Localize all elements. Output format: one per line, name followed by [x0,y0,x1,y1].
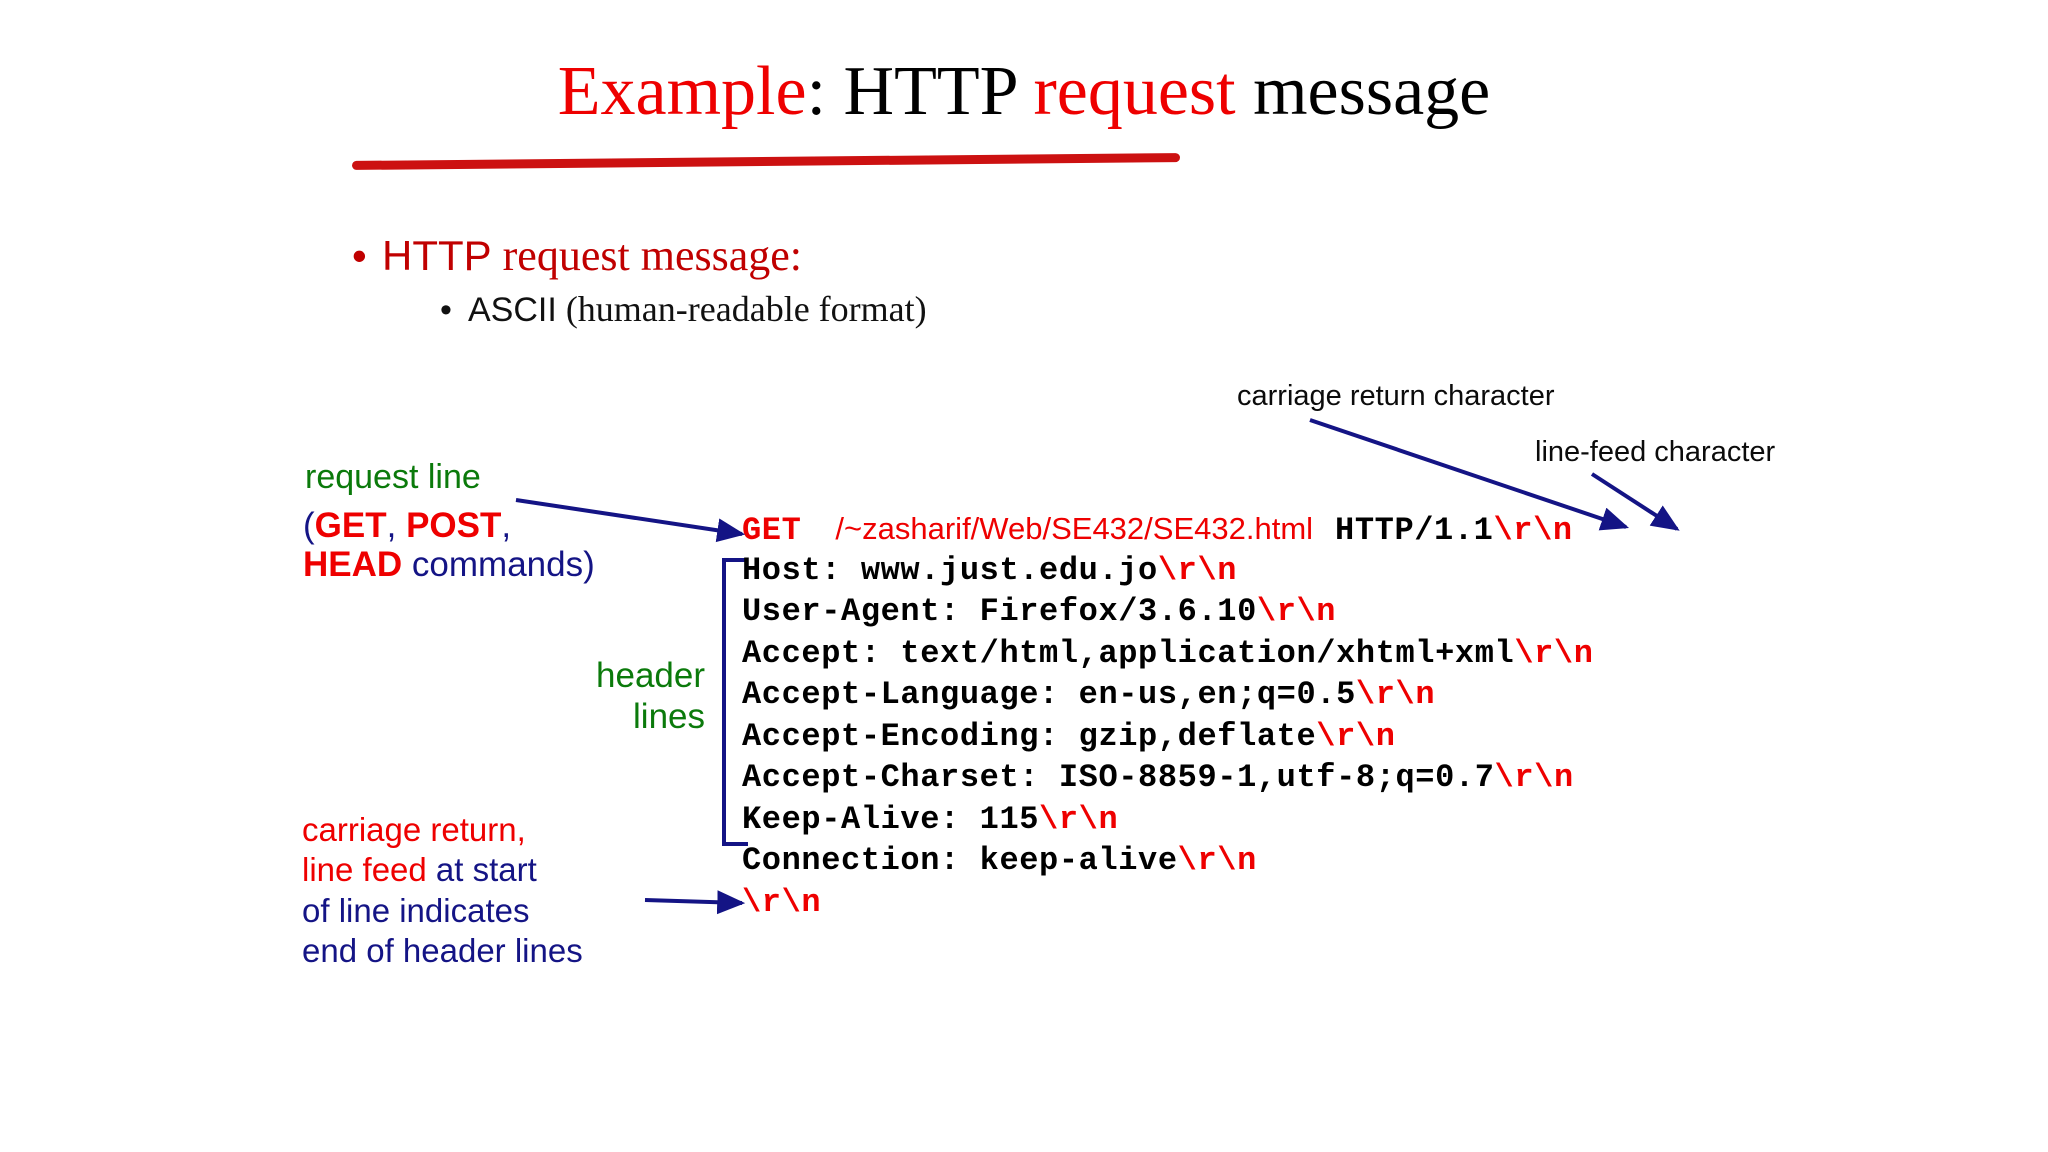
header-lines-line-1: header [596,656,705,695]
crlf-token: \r\n [1514,634,1594,672]
code-line-accept-charset: Accept-Charset: ISO-8859-1,utf-8;q=0.7\r… [742,757,1594,799]
commands-comma-1: , [386,506,407,545]
annotation-line-feed-character: line-feed character [1535,436,1776,468]
title-underline [351,153,1181,170]
code-line-keep-alive: Keep-Alive: 115\r\n [742,799,1594,841]
commands-comma-2: , [501,506,512,545]
crlf-note-line-2-red: line feed [302,851,427,889]
crlf-note-line-4: end of header lines [302,931,583,969]
commands-tail: commands) [402,545,595,585]
http-request-message-block: GET /~zasharif/Web/SE432/SE432.html HTTP/1… [742,508,1594,923]
commands-head: HEAD [303,545,403,585]
annotation-commands-list: (GET, POST, HEAD commands) [303,506,595,584]
header-text: Keep-Alive: 115 [742,800,1040,838]
bullet-1-rest: request message: [491,231,802,280]
header-text: Accept-Encoding: gzip,deflate [742,717,1317,755]
crlf-token: \r\n [1039,800,1119,838]
commands-post: POST [406,506,502,545]
http-method-get: GET [742,512,802,549]
bullet-1-keyword: HTTP [382,232,492,279]
code-line-accept-encoding: Accept-Encoding: gzip,deflate\r\n [742,716,1594,758]
title-part-message: message [1235,53,1491,130]
arrow-crlf-note-to-blank-line [644,890,746,915]
code-line-user-agent: User-Agent: Firefox/3.6.10\r\n [742,591,1594,633]
crlf-token: \r\n [742,883,822,921]
header-lines-bracket [722,558,748,846]
header-text: Accept-Charset: ISO-8859-1,utf-8;q=0.7 [742,759,1495,796]
title-part-http: : HTTP [806,53,1034,130]
bullet-marker-icon: • [440,291,452,329]
crlf-token: \r\n [1355,676,1436,713]
title-part-request: request [1033,53,1236,130]
code-line-accept-language: Accept-Language: en-us,en;q=0.5\r\n [742,674,1594,716]
commands-get: GET [314,506,387,545]
header-text: Accept-Language: en-us,en;q=0.5 [742,676,1356,713]
header-lines-line-2: lines [633,697,705,737]
arrow-line-feed-to-token [1590,472,1680,531]
code-line-host: Host: www.just.edu.jo\r\n [742,550,1594,592]
crlf-token: \r\n [1157,551,1238,589]
bullet-marker-icon: • [352,232,367,279]
code-line-accept: Accept: text/html,application/xhtml+xml\… [742,633,1594,675]
http-request-path: /~zasharif/Web/SE432/SE432.html [835,511,1314,546]
crlf-token: \r\n [1177,842,1257,879]
bullet-2-keyword: ASCII [468,291,557,329]
bullet-http-request-message: • HTTP request message: [352,230,802,281]
code-line-blank-terminator: \r\n [742,882,1594,924]
bullet-ascii-format: • ASCII (human-readable format) [440,288,927,330]
http-version: HTTP/1.1 [1335,512,1494,549]
commands-open-paren: ( [303,506,315,545]
annotation-crlf-end-of-headers: carriage return, line feed at start of l… [302,810,583,971]
annotation-carriage-return-character: carriage return character [1237,380,1555,412]
code-line-connection: Connection: keep-alive\r\n [742,840,1594,882]
header-text: User-Agent: Firefox/3.6.10 [742,593,1257,630]
crlf-token: \r\n [1316,717,1396,755]
header-text: Connection: keep-alive [742,842,1178,879]
title-part-example: Example [557,53,807,130]
header-text: Accept: text/html,application/xhtml+xml [742,634,1515,672]
crlf-note-line-1: carriage return, [302,811,526,848]
crlf-token: \r\n [1256,593,1337,630]
crlf-note-line-2-blue: at start [426,851,537,889]
crlf-token: \r\n [1493,512,1573,549]
bullet-2-rest: (human-readable format) [556,289,927,329]
code-line-request-line: GET /~zasharif/Web/SE432/SE432.html HTTP/1… [742,508,1594,550]
crlf-note-line-3: of line indicates [302,891,530,929]
header-text: Host: www.just.edu.jo [742,551,1158,589]
page-title: Example: HTTP request message [0,55,2048,129]
annotation-request-line: request line [305,458,481,496]
crlf-token: \r\n [1494,759,1574,796]
annotation-header-lines: header lines [460,655,705,738]
